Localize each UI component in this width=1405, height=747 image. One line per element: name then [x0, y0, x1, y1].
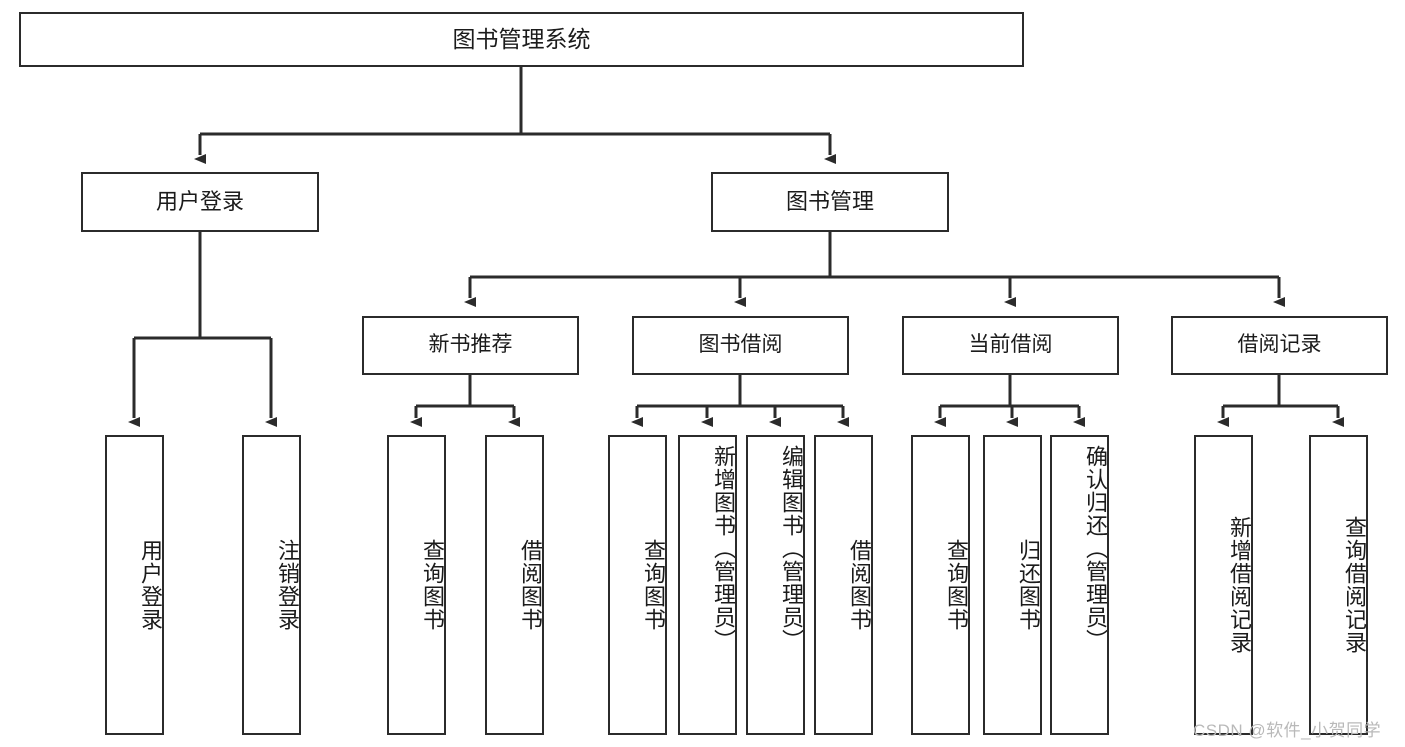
node-root-label: 图书管理系统	[452, 26, 591, 53]
node-book-manage-label: 图书管理	[785, 189, 874, 215]
csdn-watermark: CSDN @软件_小贺同学	[1193, 721, 1382, 740]
leaf-query-book-1[interactable]: 查询图书	[387, 435, 446, 735]
leaf-add-book[interactable]: 新增图书（管理员）	[678, 435, 737, 735]
leaf-borrow-book-2[interactable]: 借阅图书	[814, 435, 873, 735]
leaf-return-book[interactable]: 归还图书	[983, 435, 1042, 735]
node-borrow-record-label: 借阅记录	[1237, 333, 1322, 357]
node-current-borrow-label: 当前借阅	[968, 333, 1053, 357]
leaf-add-borrow-record-label: 新增借阅记录	[1227, 516, 1252, 654]
node-new-book-recommend-label: 新书推荐	[428, 333, 513, 357]
node-new-book-recommend[interactable]: 新书推荐	[362, 316, 579, 375]
leaf-query-borrow-record-label: 查询借阅记录	[1342, 516, 1367, 654]
leaf-query-book-3-label: 查询图书	[944, 539, 969, 631]
leaf-confirm-return-label: 确认归还（管理员）	[1083, 445, 1108, 652]
leaf-user-login[interactable]: 用户登录	[105, 435, 164, 735]
leaf-edit-book[interactable]: 编辑图书（管理员）	[746, 435, 805, 735]
leaf-user-logout[interactable]: 注销登录	[242, 435, 301, 735]
node-root[interactable]: 图书管理系统	[19, 12, 1024, 67]
leaf-edit-book-label: 编辑图书（管理员）	[779, 445, 804, 652]
leaf-confirm-return[interactable]: 确认归还（管理员）	[1050, 435, 1109, 735]
leaf-query-book-2-label: 查询图书	[641, 539, 666, 631]
leaf-query-book-1-label: 查询图书	[420, 539, 445, 631]
node-book-manage[interactable]: 图书管理	[711, 172, 949, 232]
node-current-borrow[interactable]: 当前借阅	[902, 316, 1119, 375]
leaf-borrow-book-1[interactable]: 借阅图书	[485, 435, 544, 735]
leaf-borrow-book-1-label: 借阅图书	[518, 539, 543, 631]
node-book-borrow[interactable]: 图书借阅	[632, 316, 849, 375]
leaf-add-borrow-record[interactable]: 新增借阅记录	[1194, 435, 1253, 735]
leaf-add-book-label: 新增图书（管理员）	[711, 445, 736, 652]
leaf-query-book-2[interactable]: 查询图书	[608, 435, 667, 735]
leaf-return-book-label: 归还图书	[1016, 539, 1041, 631]
node-user-login[interactable]: 用户登录	[81, 172, 319, 232]
leaf-user-login-label: 用户登录	[138, 539, 163, 631]
node-user-login-label: 用户登录	[155, 189, 244, 215]
node-borrow-record[interactable]: 借阅记录	[1171, 316, 1388, 375]
leaf-user-logout-label: 注销登录	[275, 539, 300, 631]
leaf-borrow-book-2-label: 借阅图书	[847, 539, 872, 631]
leaf-query-book-3[interactable]: 查询图书	[911, 435, 970, 735]
node-book-borrow-label: 图书借阅	[698, 333, 783, 357]
leaf-query-borrow-record[interactable]: 查询借阅记录	[1309, 435, 1368, 735]
